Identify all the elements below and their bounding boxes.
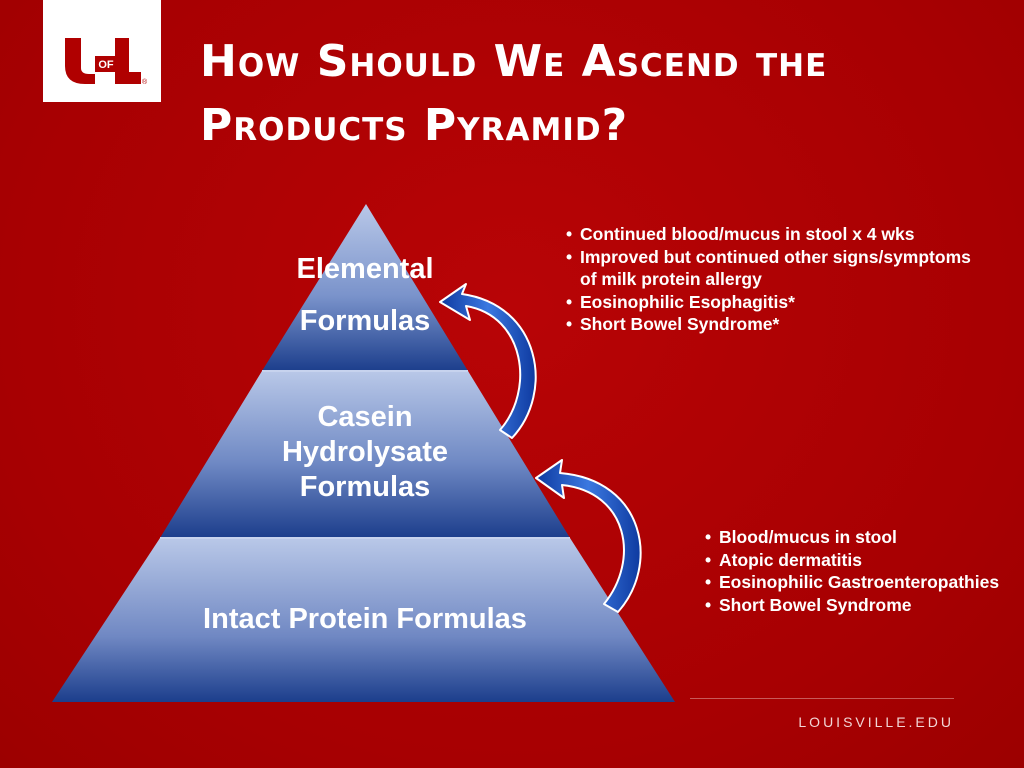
logo-of-box xyxy=(95,56,117,72)
tier-label-casein-line3: Formulas xyxy=(299,471,431,503)
slide-title: How Should We Ascend the Products Pyrami… xyxy=(200,30,1000,158)
list-item: Short Bowel Syndrome xyxy=(705,594,1005,617)
tier-label-casein-line1: Casein xyxy=(317,401,413,433)
pyramid-tier-elemental xyxy=(262,204,468,371)
title-line-2: Products Pyramid? xyxy=(200,100,629,151)
list-item: Improved but continued other signs/sympt… xyxy=(566,246,986,291)
logo-of-text: OF xyxy=(98,59,114,71)
tier-label-elemental-line1: Elemental xyxy=(296,253,434,285)
list-item: Continued blood/mucus in stool x 4 wks xyxy=(566,223,986,246)
tier-label-casein-line2: Hydrolysate xyxy=(281,436,448,468)
logo-letter-u-shape xyxy=(65,38,95,84)
list-item: Eosinophilic Gastroenteropathies xyxy=(705,571,1005,594)
list-item: Blood/mucus in stool xyxy=(705,526,1005,549)
tier-label-elemental-line2: Formulas xyxy=(299,305,431,337)
footer-divider xyxy=(690,698,954,699)
university-logo: OF ® xyxy=(43,0,161,102)
curved-arrow-upper xyxy=(439,283,537,439)
pyramid-tier-intact xyxy=(52,538,675,702)
tier-label-intact-line1: Intact Protein Formulas xyxy=(203,603,527,635)
footer-url: LOUISVILLE.EDU xyxy=(798,714,954,730)
tier-label-casein: Casein Hydrolysate Formulas xyxy=(230,400,500,505)
upper-indications-list: Continued blood/mucus in stool x 4 wks I… xyxy=(566,223,986,336)
curved-arrow-lower xyxy=(535,459,642,613)
list-item: Atopic dermatitis xyxy=(705,549,1005,572)
tier-label-intact: Intact Protein Formulas xyxy=(150,600,580,638)
logo-letter-l-shape xyxy=(115,38,141,84)
list-item: Short Bowel Syndrome* xyxy=(566,313,986,336)
lower-indications-list: Blood/mucus in stool Atopic dermatitis E… xyxy=(705,526,1005,616)
ul-logo-icon: OF ® xyxy=(65,38,148,86)
logo-registered-mark: ® xyxy=(142,78,148,86)
pyramid-tier-casein xyxy=(160,371,570,538)
tier-label-elemental: Elemental Formulas xyxy=(250,243,480,347)
list-item: Eosinophilic Esophagitis* xyxy=(566,291,986,314)
title-line-1: How Should We Ascend the xyxy=(200,36,828,87)
